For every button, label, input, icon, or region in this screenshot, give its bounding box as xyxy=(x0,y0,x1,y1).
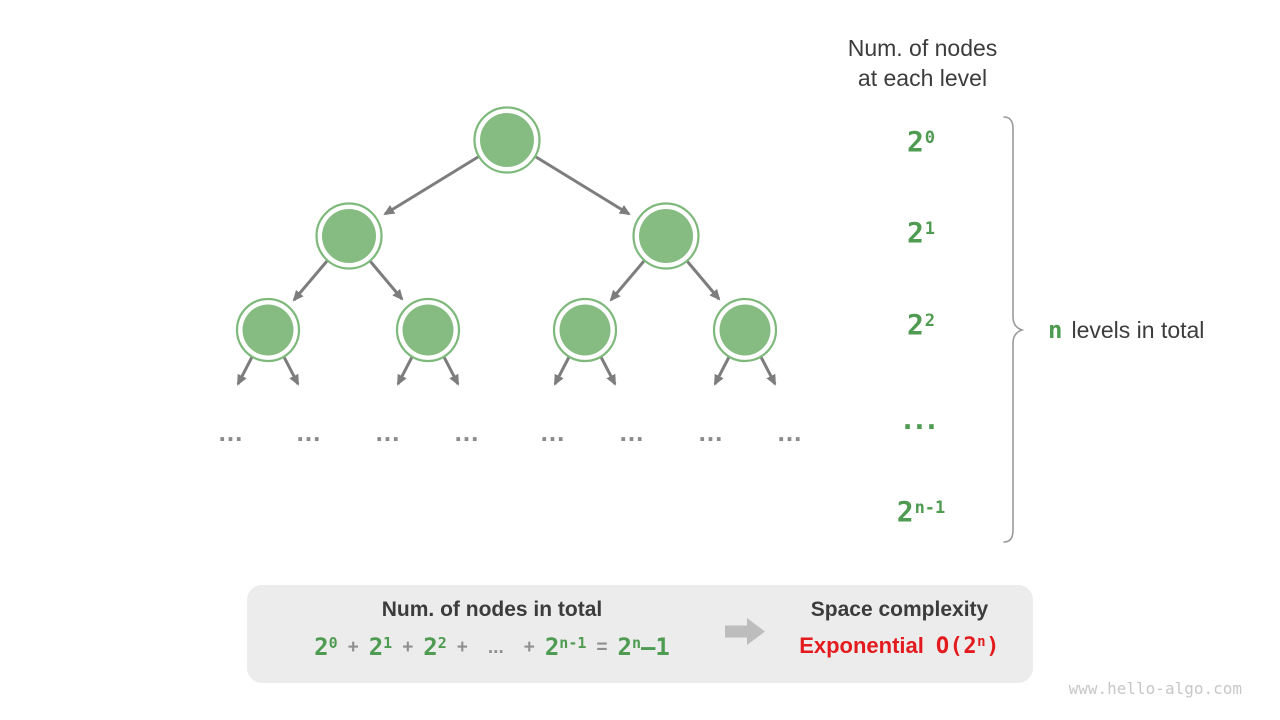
summary-box: Num. of nodes in total 20 +21 +22 +... +2n-1… xyxy=(247,585,1033,683)
tree-node xyxy=(235,297,301,363)
level-count-label-0: 20 xyxy=(906,125,936,158)
levels-total-text: levels in total xyxy=(1071,317,1205,343)
leaf-ellipsis-row: ........................ xyxy=(219,417,803,447)
leaf-arrow xyxy=(759,356,777,386)
leaf-ellipsis: ... xyxy=(699,417,724,447)
levels-column-title: Num. of nodes at each level xyxy=(820,33,1025,93)
leaf-ellipsis: ... xyxy=(219,417,244,447)
leaf-ellipsis: ... xyxy=(620,417,645,447)
complexity-result: Exponential O(2n) xyxy=(787,631,1012,664)
complexity-bigo: O(2n) xyxy=(935,634,1000,659)
tree-node xyxy=(315,202,383,270)
leaf-arrow xyxy=(282,356,300,386)
complexity-name: Exponential xyxy=(799,633,924,658)
tree-node xyxy=(473,106,541,174)
total-formula: 20 +21 +22 +... +2n-1 = 2n–1 xyxy=(272,629,712,669)
tree-edge-arrow xyxy=(383,155,479,216)
levels-column-title-line2: at each level xyxy=(857,65,988,91)
level-count-label-1: 21 xyxy=(906,216,936,249)
formula-token: 20 xyxy=(314,633,338,661)
levels-total-note: n levels in total xyxy=(1048,314,1204,346)
tree-node xyxy=(395,297,461,363)
leaf-arrow xyxy=(599,356,617,386)
formula-token: 22 xyxy=(423,633,447,661)
watermark: www.hello-algo.com xyxy=(1068,679,1242,698)
formula-token: + xyxy=(402,637,414,658)
leaf-ellipsis: ... xyxy=(376,417,401,447)
formula-token: + xyxy=(523,637,535,658)
implies-arrow-icon xyxy=(725,618,765,645)
leaf-arrow xyxy=(396,356,414,386)
levels-total-n: n xyxy=(1048,316,1063,344)
leaf-ellipsis: ... xyxy=(778,417,803,447)
tree-edge-arrow xyxy=(685,260,721,301)
total-nodes-title: Num. of nodes in total xyxy=(381,598,603,621)
formula-token: 21 xyxy=(368,633,393,661)
level-count-ellipsis: ... xyxy=(903,400,939,436)
leaf-ellipsis: ... xyxy=(541,417,566,447)
leaf-arrow xyxy=(442,356,460,386)
levels-column-title-line1: Num. of nodes xyxy=(847,35,998,61)
formula-token: –1 xyxy=(640,633,670,661)
formula-token: ... xyxy=(487,637,504,658)
leaf-arrow xyxy=(713,356,731,386)
tree-node xyxy=(632,202,700,270)
level-count-label-last: 2n-1 xyxy=(896,495,946,528)
tree-edge-arrow xyxy=(292,260,329,302)
leaf-ellipsis: ... xyxy=(455,417,480,447)
formula-token: = xyxy=(596,637,608,658)
tree-edge-arrow xyxy=(368,260,404,301)
formula-token: + xyxy=(456,637,468,658)
formula-token: + xyxy=(347,637,359,658)
leaf-ellipsis: ... xyxy=(297,417,322,447)
formula-token: 2n-1 xyxy=(544,633,587,661)
tree-edge-arrow xyxy=(609,260,646,302)
tree-node xyxy=(552,297,618,363)
tree-node xyxy=(712,297,778,363)
levels-brace xyxy=(1003,116,1025,543)
leaf-arrow xyxy=(236,356,254,386)
level-count-label-2: 22 xyxy=(906,308,936,341)
formula-token: 2n xyxy=(617,633,641,661)
space-complexity-title: Space complexity xyxy=(810,598,989,621)
leaf-arrow xyxy=(553,356,571,386)
tree-edge-arrow xyxy=(535,155,631,216)
